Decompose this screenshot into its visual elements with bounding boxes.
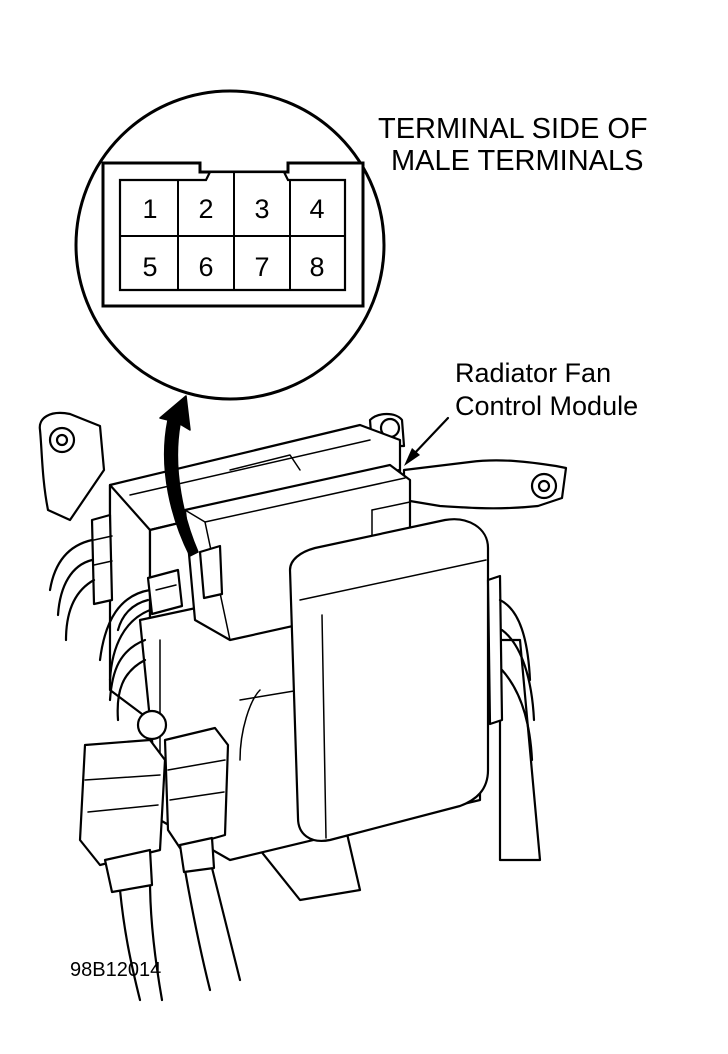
pin-6: 6 [198, 252, 213, 282]
zoom-arrow [159, 395, 199, 557]
component-label-line2: Control Module [455, 391, 639, 421]
figure-id: 98B12014 [70, 959, 162, 981]
pin-4: 4 [309, 194, 324, 224]
connector-pins: 1 2 3 4 5 6 7 8 [142, 194, 324, 282]
relay-connectors [78, 709, 230, 894]
component-label-line1: Radiator Fan [455, 358, 612, 388]
pin-1: 1 [142, 194, 157, 224]
connector-heading-line2: MALE TERMINALS [391, 145, 644, 177]
connector-heading-line1: TERMINAL SIDE OF [378, 113, 648, 145]
pin-7: 7 [254, 252, 269, 282]
pin-5: 5 [142, 252, 157, 282]
module-plug [116, 568, 184, 632]
callout-leader [404, 416, 450, 466]
pin-3: 3 [254, 194, 269, 224]
wire-harness [48, 513, 536, 1002]
pin-8: 8 [309, 252, 324, 282]
connector-housing [101, 161, 365, 308]
pin-2: 2 [198, 194, 213, 224]
module-cover [288, 518, 504, 842]
